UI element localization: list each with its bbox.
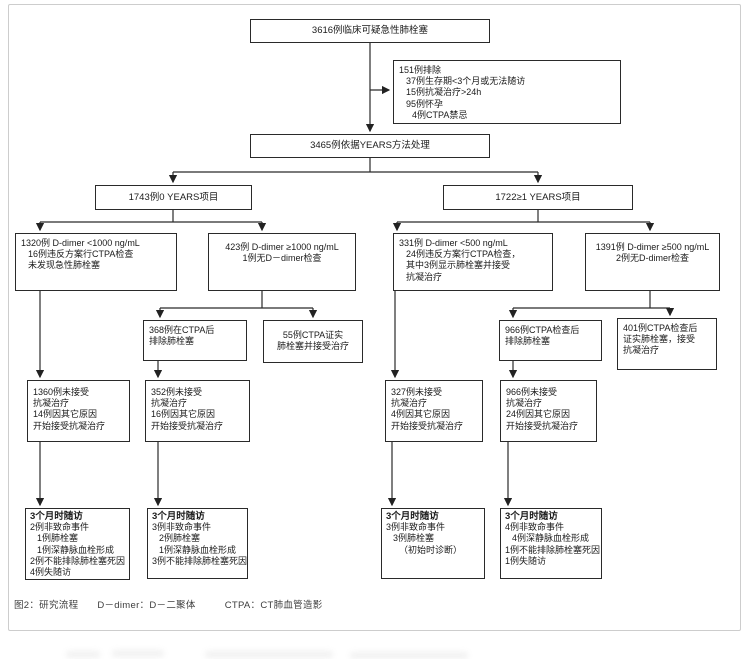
node-ctpa-confirmed-55: 55例CTPA证实 肺栓塞并接受治疗: [263, 320, 363, 363]
node-text: 3例不能排除肺栓塞死因: [152, 555, 248, 566]
node-text: 14例因其它原因: [33, 409, 98, 420]
node-years-one-plus: 1722≥1 YEARS项目: [443, 185, 633, 210]
figure-caption: 图2：研究流程 D－dimer：D－二聚体 CTPA：CT肺血管造影: [14, 597, 323, 611]
node-text: 1391例 D-dimer ≥500 ng/mL: [595, 242, 710, 252]
node-no-anticoag-966: 966例未接受 抗凝治疗 24例因其它原因 开始接受抗凝治疗: [500, 380, 597, 442]
node-text: 2例肺栓塞: [159, 533, 201, 544]
node-ctpa-confirmed-401: 401例CTPA检查后 证实肺栓塞，接受 抗凝治疗: [617, 318, 717, 370]
node-text: 368例在CTPA后: [149, 325, 215, 335]
node-text: 3例非致命事件: [386, 522, 446, 533]
node-excluded: 151例排除 37例生存期<3个月或无法随访 15例抗凝治疗>24h 95例怀孕…: [393, 60, 621, 124]
node-text: 423例 D-dimer ≥1000 ng/mL: [225, 242, 339, 252]
node-text: 4例CTPA禁忌: [412, 109, 468, 120]
node-text: 开始接受抗凝治疗: [151, 420, 224, 431]
node-text: 1743例0 YEARS项目: [128, 191, 219, 203]
node-followup-1: 3个月时随访 2例非致命事件 1例肺栓塞 1例深静脉血栓形成 2例不能排除肺栓塞…: [25, 508, 130, 580]
node-title: 3个月时随访: [505, 511, 558, 522]
node-text: 抗凝治疗: [406, 271, 443, 282]
node-text: 151例排除: [399, 65, 442, 75]
watermark-smudge: [205, 651, 333, 658]
figure-frame: [8, 4, 741, 631]
node-years-managed: 3465例依据YEARS方法处理: [250, 134, 490, 158]
node-text: 其中3例显示肺栓塞并接受: [406, 260, 511, 271]
node-no-anticoag-1360: 1360例未接受 抗凝治疗 14例因其它原因 开始接受抗凝治疗: [27, 380, 130, 442]
node-no-anticoag-327: 327例未接受 抗凝治疗 4例因其它原因 开始接受抗凝治疗: [385, 380, 483, 442]
node-total-suspected: 3616例临床可疑急性肺栓塞: [250, 19, 490, 43]
node-text: 37例生存期<3个月或无法随访: [406, 76, 526, 87]
node-text: 16例因其它原因: [151, 409, 216, 420]
node-followup-2: 3个月时随访 3例非致命事件 2例肺栓塞 1例深静脉血栓形成 3例不能排除肺栓塞…: [147, 508, 248, 579]
node-text: 抗凝治疗: [623, 345, 660, 356]
node-text: 1例失随访: [505, 555, 547, 566]
node-text: 抗凝治疗: [33, 398, 70, 409]
node-text: 401例CTPA检查后: [623, 323, 698, 333]
node-text: 开始接受抗凝治疗: [33, 420, 106, 431]
node-ddimer-ge-1000: 423例 D-dimer ≥1000 ng/mL 1例无D－dimer检查: [208, 233, 356, 291]
node-title: 3个月时随访: [152, 511, 205, 522]
node-text: 15例抗凝治疗>24h: [406, 87, 482, 98]
node-followup-4: 3个月时随访 4例非致命事件 4例深静脉血栓形成 1例不能排除肺栓塞死因 1例失…: [500, 508, 602, 579]
node-text: 1320例 D-dimer <1000 ng/mL: [21, 238, 140, 248]
node-text: 1例不能排除肺栓塞死因: [505, 544, 601, 555]
node-text: 24例违反方案行CTPA检查，: [406, 249, 521, 260]
node-years-zero: 1743例0 YEARS项目: [95, 185, 252, 210]
node-text: 16例违反方案行CTPA检查: [28, 249, 134, 260]
node-text: 1例肺栓塞: [37, 533, 79, 544]
node-no-anticoag-352: 352例未接受 抗凝治疗 16例因其它原因 开始接受抗凝治疗: [145, 380, 250, 442]
node-text: 未发现急性肺栓塞: [28, 260, 101, 271]
node-text: （初始时诊断）: [399, 544, 463, 555]
node-text: 327例未接受: [391, 387, 443, 397]
node-text: 1例无D－dimer检查: [242, 253, 322, 264]
node-text: 4例因其它原因: [391, 409, 451, 420]
node-title: 3个月时随访: [30, 511, 83, 522]
node-text: 2例无D-dimer检查: [615, 253, 689, 264]
node-text: 4例失随访: [30, 567, 72, 578]
watermark-smudge: [112, 650, 164, 657]
node-text: 352例未接受: [151, 387, 203, 397]
node-ctpa-excluded-966: 966例CTPA检查后 排除肺栓塞: [499, 320, 602, 361]
node-ctpa-excluded-368: 368例在CTPA后 排除肺栓塞: [143, 320, 247, 361]
node-ddimer-ge-500: 1391例 D-dimer ≥500 ng/mL 2例无D-dimer检查: [585, 233, 720, 291]
node-text: 开始接受抗凝治疗: [506, 420, 579, 431]
node-text: 3465例依据YEARS方法处理: [310, 140, 430, 152]
node-text: 3例肺栓塞: [393, 533, 435, 544]
caption-ddimer-definition: D－dimer：D－二聚体: [97, 600, 196, 611]
node-text: 2例非致命事件: [30, 522, 90, 533]
watermark-smudge: [66, 651, 100, 658]
node-text: 抗凝治疗: [506, 398, 543, 409]
node-text: 排除肺栓塞: [505, 336, 551, 347]
node-followup-3: 3个月时随访 3例非致命事件 3例肺栓塞 （初始时诊断）: [381, 508, 485, 579]
node-text: 抗凝治疗: [391, 398, 428, 409]
node-text: 3例非致命事件: [152, 522, 212, 533]
node-text: 肺栓塞并接受治疗: [276, 341, 349, 352]
caption-ctpa-definition: CTPA：CT肺血管造影: [224, 600, 323, 611]
node-text: 95例怀孕: [406, 98, 444, 109]
node-text: 1例深静脉血栓形成: [159, 544, 237, 555]
node-text: 24例因其它原因: [506, 409, 571, 420]
node-ddimer-lt-500: 331例 D-dimer <500 ng/mL 24例违反方案行CTPA检查， …: [393, 233, 553, 291]
caption-figure-label: 图2：研究流程: [14, 600, 79, 611]
node-text: 966例未接受: [506, 387, 558, 397]
node-text: 1722≥1 YEARS项目: [495, 191, 581, 203]
node-text: 2例不能排除肺栓塞死因: [30, 555, 126, 566]
node-title: 3个月时随访: [386, 511, 439, 522]
watermark-smudge: [350, 652, 468, 659]
node-text: 证实肺栓塞，接受: [623, 334, 696, 345]
node-text: 4例非致命事件: [505, 522, 565, 533]
node-ddimer-lt-1000: 1320例 D-dimer <1000 ng/mL 16例违反方案行CTPA检查…: [15, 233, 177, 291]
node-text: 抗凝治疗: [151, 398, 188, 409]
node-text: 3616例临床可疑急性肺栓塞: [311, 25, 429, 37]
node-text: 966例CTPA检查后: [505, 325, 580, 335]
node-text: 开始接受抗凝治疗: [391, 420, 464, 431]
node-text: 1例深静脉血栓形成: [37, 544, 115, 555]
node-text: 331例 D-dimer <500 ng/mL: [399, 238, 508, 248]
node-text: 4例深静脉血栓形成: [512, 533, 590, 544]
node-text: 55例CTPA证实: [282, 330, 344, 340]
node-text: 1360例未接受: [33, 387, 90, 397]
node-text: 排除肺栓塞: [149, 336, 195, 347]
